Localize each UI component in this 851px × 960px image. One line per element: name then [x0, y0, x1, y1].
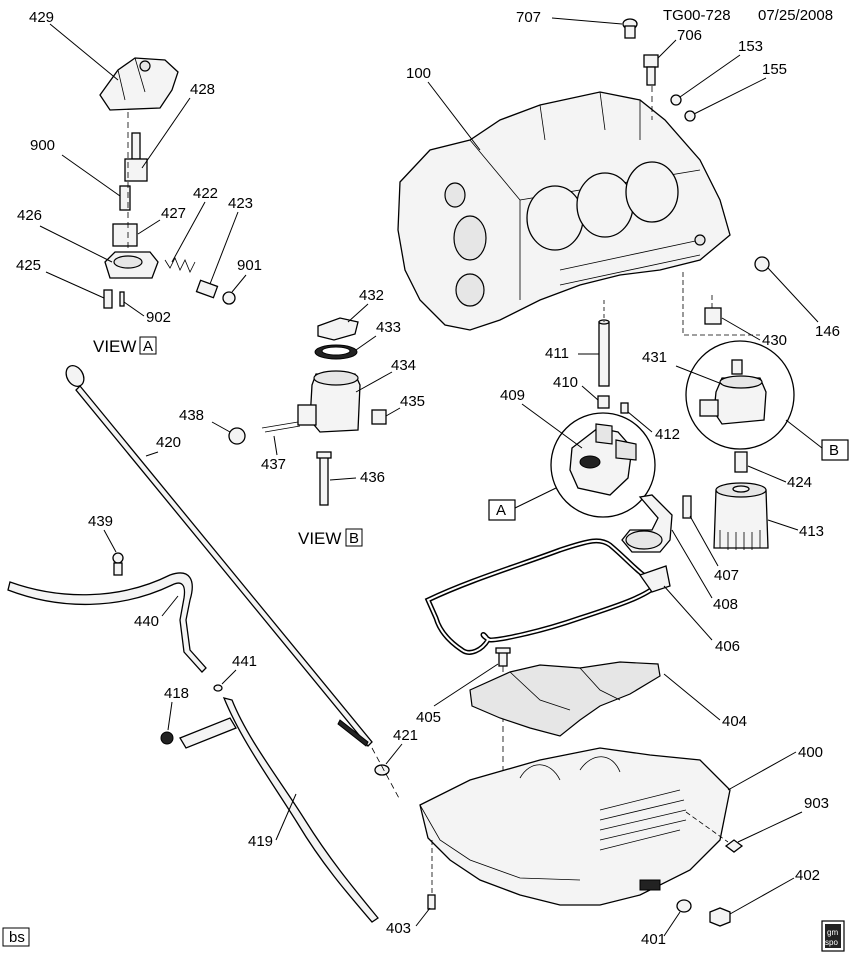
label-435: 435 [400, 393, 425, 410]
corner-code: bs [9, 929, 25, 946]
label-432: 432 [359, 287, 384, 304]
label-401: 401 [641, 931, 666, 948]
label-433: 433 [376, 319, 401, 336]
label-410: 410 [553, 374, 578, 391]
label-408: 408 [713, 596, 738, 613]
label-420: 420 [156, 434, 181, 451]
label-901: 901 [237, 257, 262, 274]
label-412: 412 [655, 426, 680, 443]
label-436: 436 [360, 469, 385, 486]
part-412 [620, 402, 629, 414]
label-405: 405 [416, 709, 441, 726]
label-422: 422 [193, 185, 218, 202]
logo-text-top: gm [827, 928, 838, 937]
label-427: 427 [161, 205, 186, 222]
callout-box-b: B [829, 442, 839, 459]
label-430: 430 [762, 332, 787, 349]
logo-text-bottom: spo [825, 938, 838, 947]
label-438: 438 [179, 407, 204, 424]
part-706 [643, 54, 659, 86]
label-426: 426 [17, 207, 42, 224]
view-b-title: VIEW [298, 529, 341, 548]
label-413: 413 [799, 523, 824, 540]
part-903 [724, 839, 744, 853]
oil-pump-assembly-view-a [99, 57, 236, 309]
part-153 [670, 94, 682, 106]
part-441 [213, 684, 223, 692]
label-431: 431 [642, 349, 667, 366]
part-410 [597, 395, 610, 409]
part-407 [682, 495, 692, 519]
part-403 [427, 894, 436, 910]
label-428: 428 [190, 81, 215, 98]
label-434: 434 [391, 357, 416, 374]
label-409: 409 [500, 387, 525, 404]
part-413-oil-filter [713, 482, 769, 550]
label-407: 407 [714, 567, 739, 584]
label-406: 406 [715, 638, 740, 655]
part-402 [709, 907, 731, 927]
label-100: 100 [406, 65, 431, 82]
label-155: 155 [762, 61, 787, 78]
part-424 [734, 451, 748, 473]
part-420-dipstick [65, 365, 373, 747]
label-402: 402 [795, 867, 820, 884]
label-440: 440 [134, 613, 159, 630]
label-411: 411 [545, 345, 569, 362]
part-421 [374, 764, 390, 776]
label-900: 900 [30, 137, 55, 154]
label-903: 903 [804, 795, 829, 812]
label-421: 421 [393, 727, 418, 744]
label-902: 902 [146, 309, 171, 326]
label-403: 403 [386, 920, 411, 937]
diagram-code: TG00-728 [663, 7, 731, 24]
view-b-letter: B [349, 530, 359, 547]
label-419: 419 [248, 833, 273, 850]
label-400: 400 [798, 744, 823, 761]
part-155 [684, 110, 696, 122]
label-429: 429 [29, 9, 54, 26]
part-401 [676, 899, 692, 913]
label-418: 418 [164, 685, 189, 702]
callout-box-a: A [496, 502, 506, 519]
label-441: 441 [232, 653, 257, 670]
label-423: 423 [228, 195, 253, 212]
part-404-baffle [469, 661, 661, 737]
label-153: 153 [738, 38, 763, 55]
part-405 [495, 647, 511, 667]
detail-circle-a [550, 412, 656, 518]
diagram-date: 07/25/2008 [758, 7, 833, 24]
label-707: 707 [516, 9, 541, 26]
part-406-oil-pan-gasket [424, 538, 671, 655]
view-a-letter: A [143, 338, 153, 355]
label-146: 146 [815, 323, 840, 340]
part-707 [622, 18, 638, 39]
label-404: 404 [722, 713, 747, 730]
label-706: 706 [677, 27, 702, 44]
view-a-title: VIEW [93, 337, 136, 356]
part-400-oil-pan [419, 747, 731, 906]
part-419-tube [160, 697, 379, 923]
part-440-tube [7, 552, 207, 673]
gm-spo-logo: gm spo [821, 920, 845, 952]
part-411 [598, 319, 610, 387]
label-425: 425 [16, 257, 41, 274]
detail-circle-b [685, 340, 795, 450]
label-439: 439 [88, 513, 113, 530]
oil-filter-adapter-view-b [228, 317, 387, 506]
part-146 [754, 256, 770, 272]
part-430 [704, 307, 722, 325]
label-424: 424 [787, 474, 812, 491]
engine-block [397, 91, 731, 331]
label-437: 437 [261, 456, 286, 473]
part-408-pickup-tube [621, 494, 673, 553]
